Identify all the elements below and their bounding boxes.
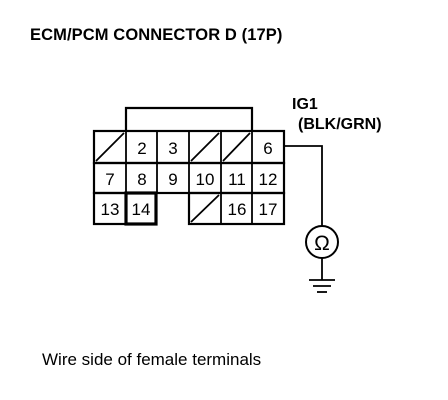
connector-lock-tab bbox=[124, 106, 254, 131]
ohmmeter-symbol: Ω bbox=[314, 232, 330, 255]
terminal-16: 16 bbox=[228, 200, 247, 219]
empty-cavity-15 bbox=[190, 194, 220, 223]
terminal-11: 11 bbox=[228, 170, 246, 189]
terminal-3: 3 bbox=[168, 139, 177, 158]
empty-cavity-1 bbox=[95, 132, 125, 162]
empty-cavity-5 bbox=[222, 132, 251, 162]
terminal-7: 7 bbox=[105, 170, 114, 189]
ground-icon bbox=[309, 279, 335, 293]
wire-terminal-label: IG1 bbox=[292, 96, 318, 113]
empty-cavity-slashes bbox=[95, 132, 251, 223]
diagram-title: ECM/PCM CONNECTOR D (17P) bbox=[30, 26, 283, 44]
terminal-9: 9 bbox=[168, 170, 177, 189]
terminal-13: 13 bbox=[101, 200, 120, 219]
wire-color-label: (BLK/GRN) bbox=[298, 116, 382, 133]
terminal-8: 8 bbox=[137, 170, 146, 189]
terminal-17: 17 bbox=[259, 200, 278, 219]
empty-cavity-4 bbox=[190, 132, 220, 162]
terminal-14: 14 bbox=[132, 200, 151, 219]
terminal-2: 2 bbox=[137, 139, 146, 158]
terminal-14-highlight bbox=[124, 191, 158, 226]
terminal-12: 12 bbox=[259, 170, 278, 189]
terminal-10: 10 bbox=[196, 170, 215, 189]
probe-wire bbox=[284, 145, 323, 226]
terminal-6: 6 bbox=[263, 139, 272, 158]
diagram-caption: Wire side of female terminals bbox=[42, 350, 262, 369]
